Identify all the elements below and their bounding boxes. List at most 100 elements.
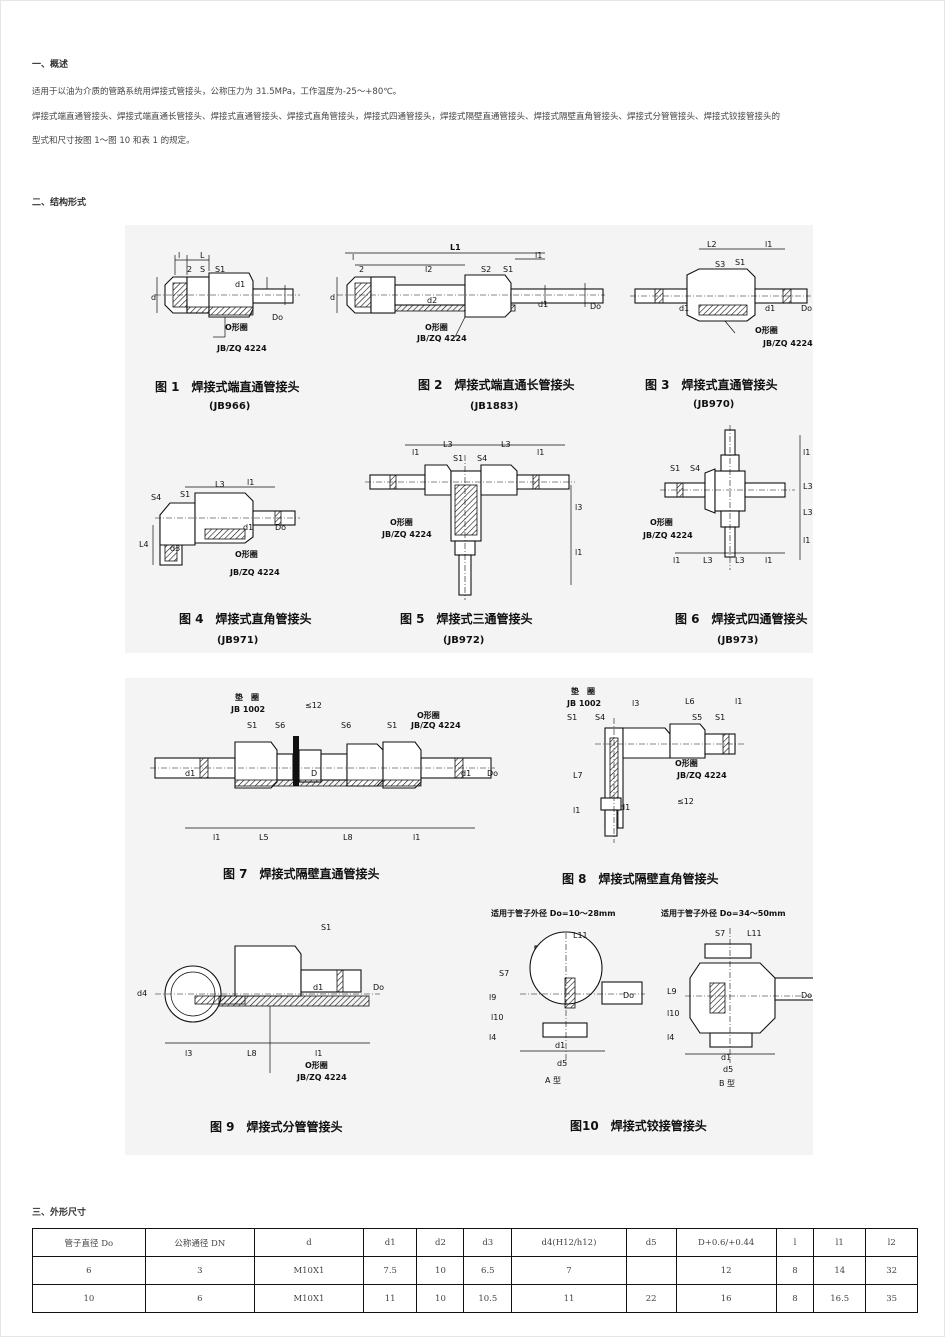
fig2-oring: O形圈 (425, 322, 448, 332)
fig2-std: JB/ZQ 4224 (416, 334, 467, 343)
fig5-dim-l1c: l1 (575, 548, 582, 557)
fig3-drawing (630, 248, 811, 334)
fig4-drawing (152, 486, 300, 566)
table-cell: 10 (416, 1284, 465, 1313)
fig7-dim-S1: S1 (247, 721, 257, 730)
table-header-cell: 公称通径 DN (144, 1228, 255, 1257)
fig9-dim-d4: d4 (137, 989, 147, 998)
fig10a-dim-L10: l10 (491, 1013, 503, 1022)
fig6-dim-l1b: l1 (803, 536, 810, 545)
fig10b-dim-L9: L9 (667, 987, 677, 996)
table-header-cell: d (253, 1228, 364, 1257)
fig1-dim-d: d (151, 293, 156, 302)
table-cell: 6 (32, 1256, 146, 1285)
fig8-dim-d1: d1 (620, 803, 630, 812)
table-cell: 7 (511, 1256, 627, 1285)
fig9-dim-l3: l3 (185, 1049, 192, 1058)
fig10a-dim-Do: Do (623, 991, 634, 1000)
fig6-dim-L3b: L3 (803, 508, 813, 517)
fig1-dim-L: L (200, 251, 205, 260)
fig3-dim-L2: L2 (707, 240, 717, 249)
fig2-dim-l: l (352, 253, 354, 262)
fig8-dim-l1b: l1 (573, 806, 580, 815)
table-header-cell: l2 (865, 1228, 918, 1257)
fig9-std: JB/ZQ 4224 (296, 1073, 347, 1082)
fig10a-dim-S7: S7 (499, 969, 509, 978)
fig10b-dim-d1: d1 (721, 1053, 731, 1062)
fig6-std-code: (JB973) (717, 635, 758, 646)
fig2-dim-L1: L1 (450, 243, 461, 252)
table-cell: 3 (144, 1256, 255, 1285)
table-cell: 11 (511, 1284, 627, 1313)
fig10a-dim-L11: L11 (573, 931, 588, 940)
fig6-dim-S1: S1 (670, 464, 680, 473)
fig6-dim-L3: L3 (803, 482, 813, 491)
fig7-caption: 图 7 焊接式隔壁直通管接头 (223, 866, 380, 881)
fig7-dim-l1b: l1 (413, 833, 420, 842)
fig6-dim-L3d: L3 (735, 556, 745, 565)
fig8-dim-L7: L7 (573, 771, 583, 780)
fig7-gasket: 垫 圈 (235, 692, 259, 702)
fig8-dim-S4: S4 (595, 713, 605, 722)
fig10a-dim-d1: d1 (555, 1041, 565, 1050)
fig10b-dim-L10: l10 (667, 1009, 679, 1018)
table-cell: M10X1 (253, 1284, 364, 1313)
fig4-dim-d1: d1 (243, 523, 253, 532)
fig10-note-a: 适用于管子外径 Do=10～28mm (491, 908, 616, 918)
fig3-dim-Do: Do (801, 304, 812, 313)
fig1-oring: O形圈 (225, 322, 248, 332)
fig7-dim-S6: S6 (275, 721, 285, 730)
fig9-dim-Do: Do (373, 983, 384, 992)
fig9-dim-L8: L8 (247, 1049, 257, 1058)
table-header-row: 管子直径 Do 公称通径 DN d d1 d2 d3 d4(H12/h12) d… (32, 1228, 918, 1257)
table-row: 10 6 M10X1 11 10 10.5 11 22 16 8 16.5 35 (32, 1284, 918, 1313)
fig10b-dim-l4: l4 (667, 1033, 674, 1042)
fig3-std: JB/ZQ 4224 (762, 339, 813, 348)
fig8-dim-l1: l1 (735, 697, 742, 706)
fig6-caption: 图 6 焊接式四通管接头 (675, 611, 808, 626)
fig8-dim-L6: L6 (685, 697, 695, 706)
fig5-caption: 图 5 焊接式三通管接头 (400, 611, 533, 626)
fig8-caption: 图 8 焊接式隔壁直角管接头 (562, 871, 719, 886)
dims-heading: 三、外形尺寸 (32, 1208, 87, 1218)
table-cell: 32 (865, 1256, 918, 1285)
fig7-drawing (150, 736, 495, 829)
table-header-cell: l (775, 1228, 815, 1257)
fig2-dim-2: 2 (359, 265, 364, 274)
table-header-cell: d1 (362, 1228, 418, 1257)
overview-paragraph-2b: 型式和尺寸按图 1～图 10 和表 1 的规定。 (32, 136, 195, 146)
table-cell: 7.5 (362, 1256, 418, 1285)
fig6-oring: O形圈 (650, 517, 673, 527)
table-cell: 10 (416, 1256, 465, 1285)
fig3-caption: 图 3 焊接式直通管接头 (645, 377, 778, 392)
figures-7-10-drawing: 垫 圈 JB 1002 ≤12 S1 S6 S6 S1 O形圈 JB/ZQ 42… (137, 686, 813, 1134)
fig1-dim-S1: S1 (215, 265, 225, 274)
fig4-dim-l1: l1 (247, 478, 254, 487)
fig6-dim-l1: l1 (803, 448, 810, 457)
table-header-cell: 管子直径 Do (32, 1228, 146, 1257)
fig6-dim-L3c: L3 (703, 556, 713, 565)
fig8-std: JB/ZQ 4224 (676, 771, 727, 780)
fig7-std: JB/ZQ 4224 (410, 721, 461, 730)
fig1-dim-2: 2 (187, 265, 192, 274)
fig1-dim-d1: d1 (235, 280, 245, 289)
table-cell: M10X1 (253, 1256, 364, 1285)
fig10a-dim-d5: d5 (557, 1059, 567, 1068)
fig8-dim-l3: l3 (632, 699, 639, 708)
fig6-dim-S4: S4 (690, 464, 700, 473)
table-header-cell: d4(H12/h12) (511, 1228, 627, 1257)
table-cell: 12 (675, 1256, 777, 1285)
table-cell: 6.5 (463, 1256, 513, 1285)
fig5-dim-S1: S1 (453, 454, 463, 463)
fig3-std-code: (JB970) (693, 399, 734, 410)
fig2-dim-l1: l1 (535, 251, 542, 260)
table-cell: 22 (625, 1284, 677, 1313)
table-header-cell: l1 (813, 1228, 867, 1257)
fig7-dim-L5: L5 (259, 833, 269, 842)
fig2-dim-d1: d1 (538, 300, 548, 309)
fig3-dim-S1: S1 (735, 258, 745, 267)
fig10a-dim-l4: l4 (489, 1033, 496, 1042)
fig7-dim-l1: l1 (213, 833, 220, 842)
fig6-std: JB/ZQ 4224 (642, 531, 693, 540)
fig2-dim-d: d (330, 293, 335, 302)
